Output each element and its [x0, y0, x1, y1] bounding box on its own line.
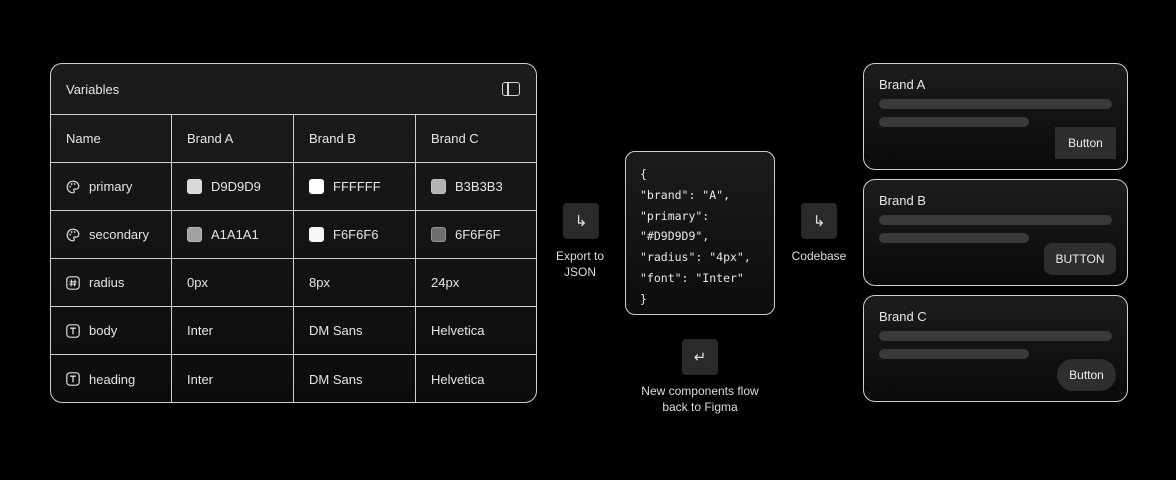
variable-name: primary	[89, 179, 133, 194]
variable-value-cell[interactable]: FFFFFF	[294, 163, 416, 211]
variable-name: radius	[89, 275, 125, 290]
variable-value-cell[interactable]: Helvetica	[416, 355, 536, 402]
variable-value: 24px	[431, 275, 460, 290]
export-arrow-icon: ↳	[563, 203, 599, 239]
return-arrow-icon: ↵	[682, 339, 718, 375]
placeholder-bar	[879, 331, 1112, 341]
flow-back-label: New components flow back to Figma	[625, 383, 775, 415]
export-label-line2: JSON	[563, 265, 596, 279]
variable-name: body	[89, 323, 118, 338]
color-swatch	[309, 227, 324, 242]
variable-value: FFFFFF	[333, 179, 381, 194]
brand-b-button[interactable]: BUTTON	[1044, 243, 1116, 275]
json-line: "font": "Inter"	[640, 270, 744, 285]
variables-grid: Name Brand A Brand B Brand C primary D9D9…	[51, 115, 536, 402]
palette-icon	[66, 228, 80, 242]
variable-value-cell[interactable]: DM Sans	[294, 307, 416, 355]
color-swatch	[431, 227, 446, 242]
number-icon	[66, 275, 80, 290]
variable-value: D9D9D9	[211, 179, 261, 194]
variable-value-cell[interactable]: 24px	[416, 259, 536, 307]
variable-value-cell[interactable]: 8px	[294, 259, 416, 307]
variable-value-cell[interactable]: DM Sans	[294, 355, 416, 402]
variable-value-cell[interactable]: Inter	[172, 307, 294, 355]
variables-title: Variables	[66, 81, 120, 97]
brand-card-title: Brand C	[879, 309, 927, 324]
json-line: "brand": "A",	[640, 187, 731, 202]
json-line: }	[640, 291, 647, 306]
placeholder-bar	[879, 215, 1112, 225]
variable-value-cell[interactable]: 6F6F6F	[416, 211, 536, 259]
variable-value-cell[interactable]: F6F6F6	[294, 211, 416, 259]
variable-value: DM Sans	[309, 323, 363, 338]
brand-a-button[interactable]: Button	[1055, 127, 1116, 159]
color-swatch	[309, 179, 324, 194]
variable-name-cell: body	[51, 307, 172, 355]
export-label: Export to JSON	[545, 248, 615, 280]
text-icon	[66, 323, 80, 338]
placeholder-bar	[879, 99, 1112, 109]
variable-value-cell[interactable]: B3B3B3	[416, 163, 536, 211]
variable-name-cell: heading	[51, 355, 172, 402]
variable-value-cell[interactable]: 0px	[172, 259, 294, 307]
variables-panel: Variables Name Brand A Brand B Brand C p…	[50, 63, 537, 403]
brand-card-c: Brand C Button	[863, 295, 1128, 402]
variable-value: Inter	[187, 371, 214, 387]
variable-value: Helvetica	[431, 323, 485, 338]
variable-name-cell: radius	[51, 259, 172, 307]
json-line: "radius": "4px",	[640, 250, 751, 265]
export-label-line1: Export to	[555, 249, 605, 263]
brand-c-button[interactable]: Button	[1057, 359, 1116, 391]
brand-card-a: Brand A Button	[863, 63, 1128, 170]
variable-value-cell[interactable]: D9D9D9	[172, 163, 294, 211]
flow-back-label-line2: back to Figma	[662, 400, 738, 414]
variable-value: 8px	[309, 275, 330, 290]
brand-card-b: Brand B BUTTON	[863, 179, 1128, 286]
palette-icon	[66, 180, 80, 194]
variable-value: 0px	[187, 275, 208, 290]
column-header-name: Name	[51, 115, 172, 163]
variable-value: Helvetica	[431, 371, 485, 387]
json-line: {	[640, 167, 647, 181]
brand-card-title: Brand B	[879, 193, 926, 208]
placeholder-bar	[879, 233, 1029, 243]
json-line: "primary":	[640, 208, 710, 223]
variable-name-cell: secondary	[51, 211, 172, 259]
json-line: "#D9D9D9",	[640, 229, 710, 244]
json-card: { "brand": "A", "primary": "#D9D9D9", "r…	[625, 151, 775, 315]
variable-value: B3B3B3	[455, 179, 503, 194]
brand-card-title: Brand A	[879, 77, 926, 92]
variable-value: A1A1A1	[211, 227, 259, 242]
variable-value-cell[interactable]: A1A1A1	[172, 211, 294, 259]
variable-value: DM Sans	[309, 371, 363, 387]
variable-value: Inter	[187, 323, 214, 338]
variable-value-cell[interactable]: Inter	[172, 355, 294, 402]
variable-name: heading	[89, 371, 136, 387]
color-swatch	[431, 179, 446, 194]
codebase-arrow-icon: ↳	[801, 203, 837, 239]
variable-value: F6F6F6	[333, 227, 379, 242]
codebase-label: Codebase	[791, 249, 847, 263]
variable-name-cell: primary	[51, 163, 172, 211]
variable-value: 6F6F6F	[455, 227, 501, 242]
text-icon	[66, 372, 80, 386]
variable-name: secondary	[89, 227, 149, 242]
placeholder-bar	[879, 117, 1029, 127]
variable-value-cell[interactable]: Helvetica	[416, 307, 536, 355]
placeholder-bar	[879, 349, 1029, 359]
column-header-brand-a: Brand A	[172, 115, 294, 163]
column-header-brand-b: Brand B	[294, 115, 416, 163]
variables-header: Variables	[51, 64, 536, 115]
flow-back-label-line1: New components flow	[641, 384, 759, 398]
sidebar-toggle-icon[interactable]	[502, 82, 520, 96]
column-header-brand-c: Brand C	[416, 115, 536, 163]
color-swatch	[187, 227, 202, 242]
color-swatch	[187, 179, 202, 194]
